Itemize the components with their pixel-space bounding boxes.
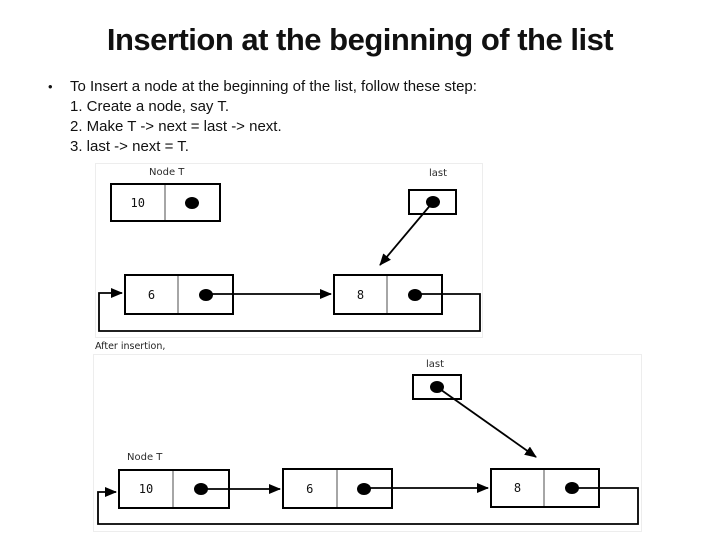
last-label: last [429, 168, 448, 179]
pointer-dot [407, 288, 422, 301]
pointer-dot [430, 381, 444, 393]
node-pointer-cell [338, 470, 392, 507]
node-value: 6 [126, 276, 179, 313]
node-value: 10 [120, 471, 174, 507]
node-value: 6 [284, 470, 338, 507]
pointer-dot [425, 196, 440, 208]
node-t-pointer-cell [166, 185, 220, 220]
list-node-6: 6 [124, 274, 234, 315]
bullet-line: • To Insert a node at the beginning of t… [48, 77, 668, 97]
steps-list: 1. Create a node, say T. 2. Make T -> ne… [48, 97, 668, 157]
last-pointer-box [412, 374, 462, 400]
diagram-before-insertion: Node T last 10 6 8 [95, 163, 483, 338]
pointer-dot [185, 196, 200, 209]
after-insertion-label: After insertion, [95, 341, 166, 352]
bullet-glyph: • [48, 79, 53, 94]
diagram-after-insertion: last Node T 10 6 8 [93, 354, 642, 532]
node-t-label: Node T [127, 452, 163, 463]
node-t-box: 10 [110, 183, 221, 222]
step-2: 2. Make T -> next = last -> next. [70, 118, 282, 135]
slide-title: Insertion at the beginning of the list [106, 22, 614, 57]
node-value: 8 [335, 276, 388, 313]
list-node-10: 10 [118, 469, 230, 509]
node-pointer-cell [545, 470, 598, 506]
node-t-label: Node T [149, 167, 185, 178]
node-pointer-cell [388, 276, 441, 313]
step-1: 1. Create a node, say T. [70, 98, 229, 115]
list-node-8: 8 [490, 468, 600, 508]
list-node-6: 6 [282, 468, 393, 509]
node-pointer-cell [174, 471, 228, 507]
node-value: 8 [492, 470, 545, 506]
last-pointer-box [408, 189, 457, 215]
step-3: 3. last -> next = T. [70, 138, 189, 155]
pointer-dot [198, 288, 213, 301]
node-pointer-cell [179, 276, 232, 313]
list-node-8: 8 [333, 274, 443, 315]
pointer-dot [357, 482, 372, 495]
bullet-text: To Insert a node at the beginning of the… [70, 78, 477, 95]
node-t-value: 10 [112, 185, 166, 220]
pointer-dot [564, 482, 579, 494]
last-label: last [426, 359, 445, 370]
body-text: • To Insert a node at the beginning of t… [48, 77, 668, 157]
pointer-dot [194, 483, 208, 495]
